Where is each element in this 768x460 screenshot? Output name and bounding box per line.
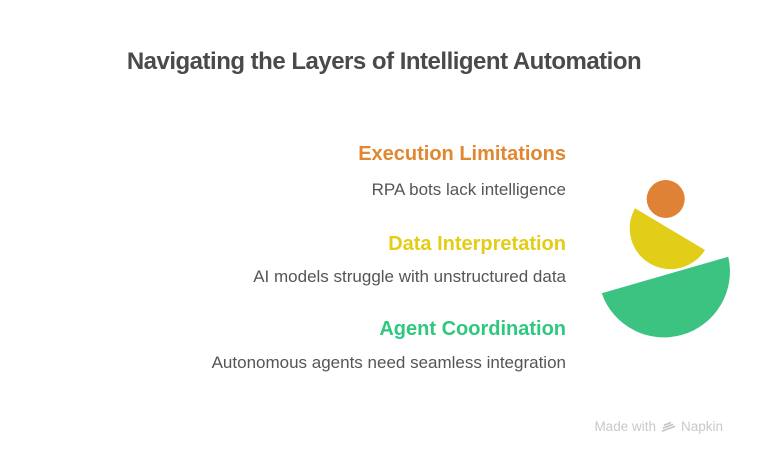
section-description-execution-limitations: RPA bots lack intelligence xyxy=(371,180,566,199)
green-semicircle-shape xyxy=(601,256,730,338)
section-heading-agent-coordination: Agent Coordination xyxy=(379,318,566,340)
section-heading-data-interpretation: Data Interpretation xyxy=(388,233,566,255)
balanced-shapes-graphic xyxy=(601,180,730,338)
layers-list: Execution Limitations RPA bots lack inte… xyxy=(86,0,566,460)
made-with-label: Made with xyxy=(594,419,656,434)
brand-label: Napkin xyxy=(680,419,723,434)
page-title: Navigating the Layers of Intelligent Aut… xyxy=(126,48,642,75)
napkin-logo-icon xyxy=(661,421,676,432)
made-with-napkin-link[interactable]: Made with Napkin xyxy=(594,419,723,434)
section-description-agent-coordination: Autonomous agents need seamless integrat… xyxy=(211,353,566,372)
orange-circle-shape xyxy=(646,180,685,218)
section-heading-execution-limitations: Execution Limitations xyxy=(358,143,566,165)
section-description-data-interpretation: AI models struggle with unstructured dat… xyxy=(253,267,566,286)
yellow-semicircle-shape xyxy=(629,208,705,270)
